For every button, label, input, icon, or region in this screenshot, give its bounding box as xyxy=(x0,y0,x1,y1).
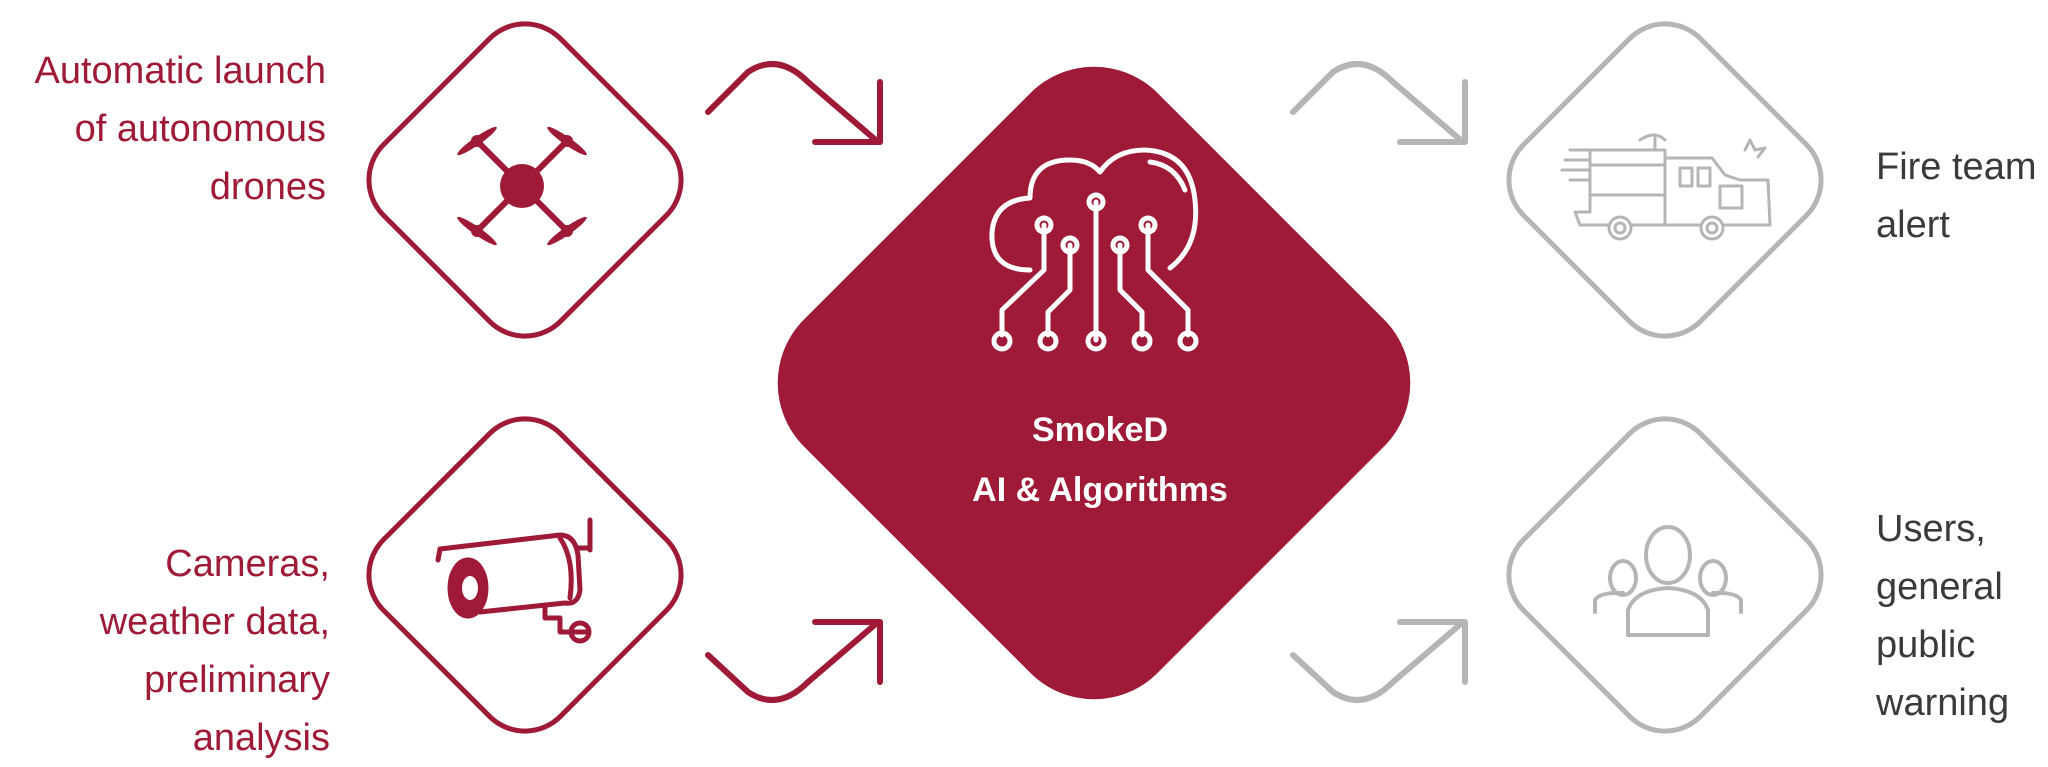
cameras-label-line-3: preliminary xyxy=(144,659,330,701)
arrow-center-to-fire-team xyxy=(1290,61,1468,145)
drones-label-line-1: Automatic launch xyxy=(34,50,327,92)
arrow-drones-to-center xyxy=(705,61,883,145)
users-label-line-2: general xyxy=(1876,566,2003,608)
drones-label-line-3: drones xyxy=(209,166,326,208)
fire-team-label-line-2: alert xyxy=(1876,204,1950,246)
cameras-label-line-1: Cameras, xyxy=(165,543,330,585)
drones-label-line-2: of autonomous xyxy=(74,108,326,150)
arrow-cameras-to-center xyxy=(705,619,883,703)
cameras-label-line-4: analysis xyxy=(192,717,330,759)
arrow-center-to-users xyxy=(1290,619,1468,703)
cameras-label-line-2: weather data, xyxy=(99,601,330,643)
cloud-ai-circuit-icon xyxy=(989,147,1199,352)
drones-label: Automatic launch of autonomous drones xyxy=(35,42,327,216)
users-diamond xyxy=(1506,416,1824,734)
users-group-icon xyxy=(1593,525,1743,637)
fire-team-diamond xyxy=(1506,21,1824,339)
center-diamond xyxy=(777,66,1411,700)
users-label: Users, general public warning xyxy=(1876,500,2009,732)
users-label-line-3: public xyxy=(1876,624,1976,666)
center-title: SmokeD xyxy=(1031,411,1169,449)
users-label-line-1: Users, xyxy=(1876,508,1986,550)
fire-team-label: Fire team alert xyxy=(1876,138,2036,254)
cameras-diamond xyxy=(366,416,684,734)
center-subtitle: AI & Algorithms xyxy=(972,471,1228,509)
center-label: SmokeD AI & Algorithms xyxy=(820,400,1380,520)
fire-team-label-line-1: Fire team xyxy=(1876,146,2037,188)
cameras-label: Cameras, weather data, preliminary analy… xyxy=(100,535,330,767)
users-label-line-4: warning xyxy=(1876,682,2010,724)
fire-truck-icon xyxy=(1560,133,1772,241)
drone-icon xyxy=(457,126,587,246)
security-camera-icon xyxy=(435,517,593,644)
drones-diamond xyxy=(366,21,684,339)
